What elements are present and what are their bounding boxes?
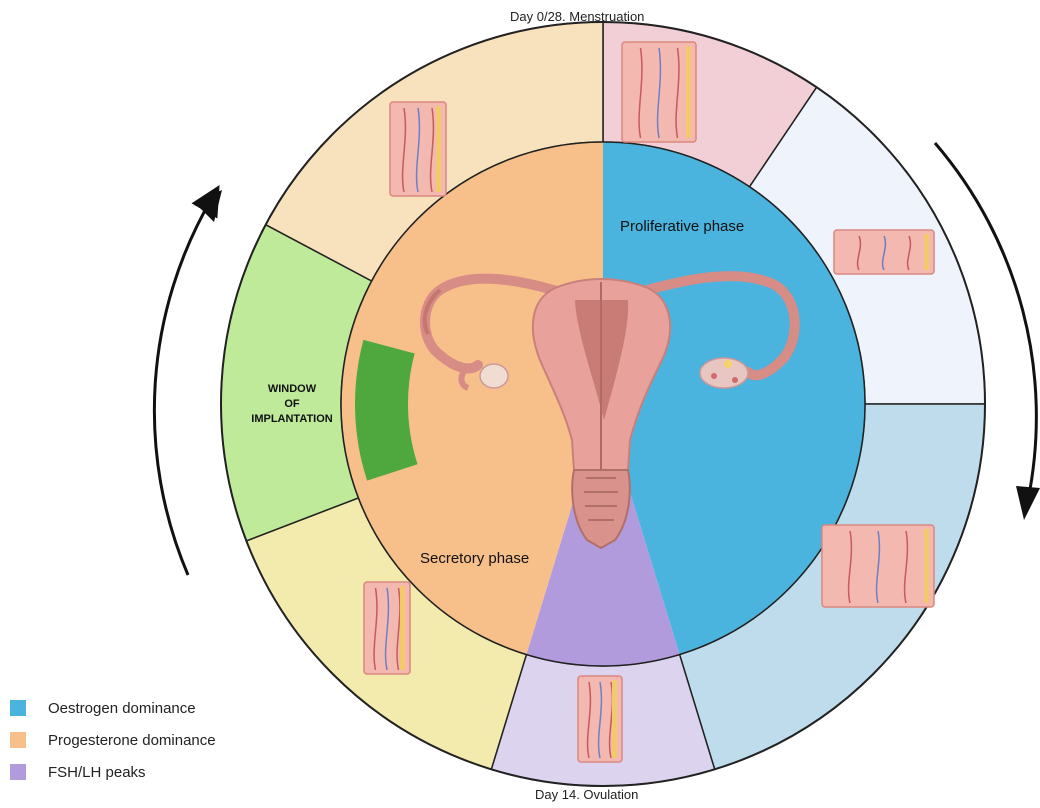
legend-swatch-fsh-lh: [10, 764, 26, 780]
legend-item-progesterone: Progesterone dominance: [10, 724, 216, 756]
endometrium-late-secretory-thumb: [390, 102, 446, 196]
legend-label-oestrogen: Oestrogen dominance: [48, 700, 196, 717]
endometrium-menstrual-thumb: [622, 42, 696, 142]
endometrium-ovulation-thumb: [578, 676, 622, 762]
woi-label-line1: WINDOW: [268, 383, 317, 395]
legend-item-fsh-lh: FSH/LH peaks: [10, 756, 216, 788]
endometrium-early-secretory-thumb: [364, 582, 410, 674]
legend-item-oestrogen: Oestrogen dominance: [10, 692, 216, 724]
left-ovary: [480, 364, 508, 388]
right-ovary: [700, 358, 748, 388]
woi-label-line3: IMPLANTATION: [251, 413, 333, 425]
ovulation-label: Day 14. Ovulation: [535, 787, 638, 802]
legend-swatch-progesterone: [10, 732, 26, 748]
woi-label-line2: OF: [284, 398, 300, 410]
legend-label-progesterone: Progesterone dominance: [48, 732, 216, 749]
secretory-phase-label: Secretory phase: [420, 550, 529, 567]
legend-label-fsh-lh: FSH/LH peaks: [48, 764, 146, 781]
proliferative-phase-label: Proliferative phase: [620, 218, 744, 235]
legend: Oestrogen dominance Progesterone dominan…: [10, 692, 216, 788]
left-cycle-arrow: [154, 198, 212, 575]
endometrium-early-prolif-thumb: [834, 230, 934, 274]
right-arrow-head: [1016, 486, 1040, 520]
legend-swatch-oestrogen: [10, 700, 26, 716]
menstruation-label: Day 0/28. Menstruation: [510, 9, 644, 24]
left-arrow-head: [194, 190, 222, 222]
endometrium-late-prolif-thumb: [822, 525, 934, 607]
